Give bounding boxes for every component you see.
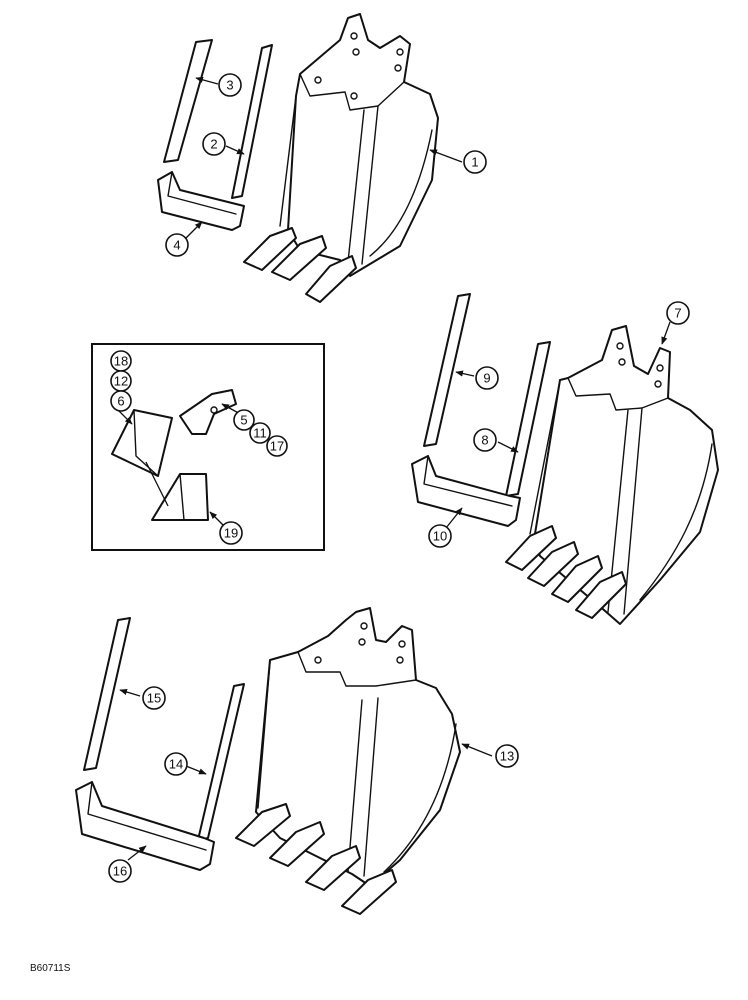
callout-16: 16: [108, 859, 132, 883]
callout-3: 3: [218, 73, 242, 97]
bucket-13: [235, 607, 461, 915]
callout-label-16: 16: [113, 864, 127, 879]
callout-5: 5: [233, 409, 255, 431]
callout-label-8: 8: [481, 433, 488, 448]
callout-19: 19: [219, 521, 243, 545]
callout-label-2: 2: [210, 137, 217, 152]
top-bucket-group: [157, 13, 439, 303]
callout-17: 17: [266, 435, 288, 457]
callout-1: 1: [463, 150, 487, 174]
side-cutter-14: [197, 683, 245, 841]
callout-6: 6: [110, 390, 132, 412]
callout-label-15: 15: [147, 691, 161, 706]
bottom-bucket-group: [75, 607, 461, 915]
drawing-code: B60711S: [30, 963, 71, 974]
callout-label-10: 10: [433, 529, 447, 544]
callout-label-17: 17: [270, 439, 284, 454]
callout-label-14: 14: [169, 757, 183, 772]
callout-label-18: 18: [114, 354, 128, 369]
bucket-7: [505, 325, 719, 625]
callout-label-7: 7: [674, 306, 681, 321]
side-cutter-2: [231, 44, 273, 199]
bottom-cutter-10: [411, 455, 521, 527]
callout-label-6: 6: [117, 394, 124, 409]
callout-13: 13: [495, 744, 519, 768]
callout-label-4: 4: [173, 238, 180, 253]
callout-label-1: 1: [471, 155, 478, 170]
callout-12: 12: [110, 370, 132, 392]
callout-4: 4: [165, 233, 189, 257]
bottom-cutter-16: [75, 781, 215, 871]
callout-8: 8: [473, 428, 497, 452]
callout-7: 7: [666, 301, 690, 325]
callout-9: 9: [475, 366, 499, 390]
side-cutter-3: [163, 39, 213, 163]
callout-label-12: 12: [114, 374, 128, 389]
callout-11: 11: [249, 422, 271, 444]
callout-18: 18: [110, 350, 132, 372]
callout-2: 2: [202, 132, 226, 156]
callout-15: 15: [142, 686, 166, 710]
callout-label-5: 5: [240, 413, 247, 428]
bucket-1: [243, 13, 439, 303]
leader-lines: [117, 76, 671, 861]
middle-bucket-group: [411, 293, 719, 625]
callout-label-11: 11: [253, 426, 267, 441]
callout-label-13: 13: [500, 749, 514, 764]
callout-label-19: 19: [224, 526, 238, 541]
callout-14: 14: [164, 752, 188, 776]
side-cutter-9: [423, 293, 471, 447]
bottom-cutter-4: [157, 171, 245, 231]
side-cutter-8: [505, 341, 551, 497]
callout-label-9: 9: [483, 371, 490, 386]
side-cutter-15: [83, 617, 131, 771]
callout-label-3: 3: [226, 78, 233, 93]
callout-10: 10: [428, 524, 452, 548]
